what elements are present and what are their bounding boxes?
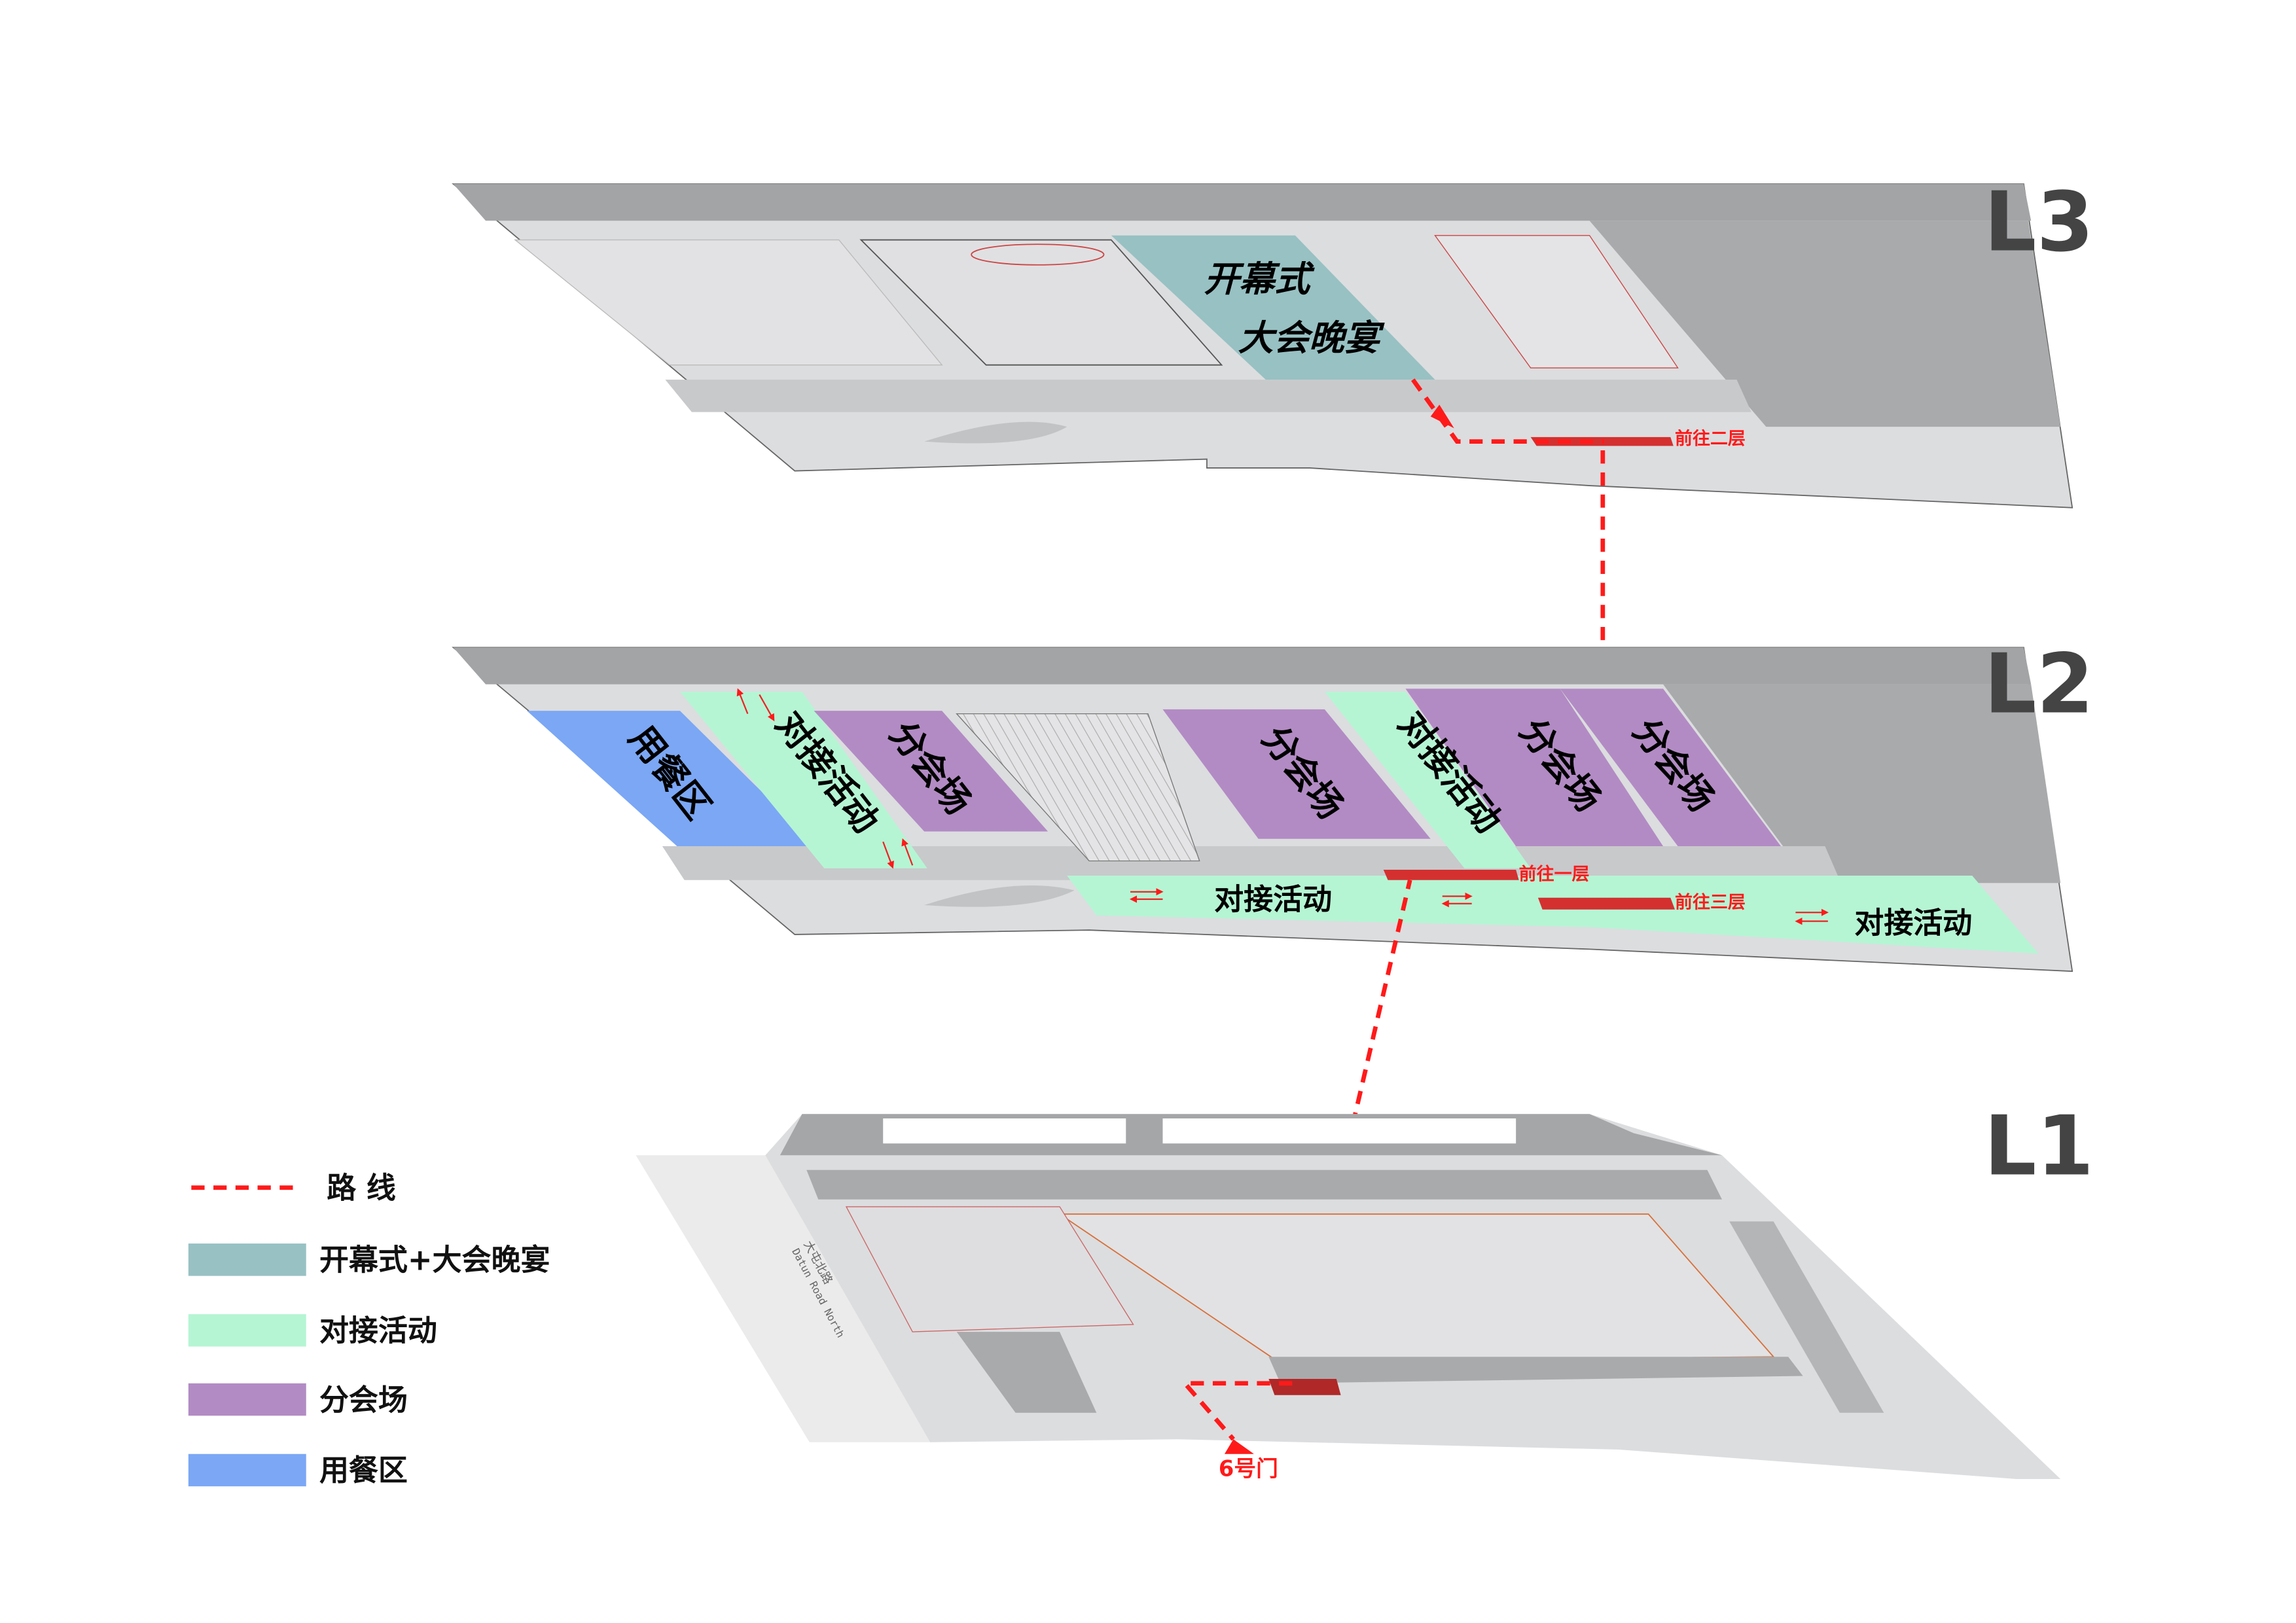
route-note-to-l1: 前往一层 — [1519, 864, 1590, 885]
level-3-plate: 开幕式 大会晚宴 前往二层 — [452, 183, 2073, 508]
legend-label-opening-banquet: 开幕式+大会晚宴 — [319, 1243, 550, 1277]
zone-sub-venue-3 — [1405, 688, 1664, 847]
legend-label-dining: 用餐区 — [319, 1453, 408, 1488]
zone-sub-venue-4 — [1560, 688, 1781, 847]
legend: 路 线 开幕式+大会晚宴 对接活动 分会场 用餐区 — [188, 1170, 550, 1488]
zone-label-matchmaking-4: 对接活动 — [1854, 906, 1972, 940]
zone-label-matchmaking-3: 对接活动 — [1214, 882, 1332, 917]
zone-sub-venue-2 — [1162, 709, 1431, 839]
route-note-to-l3: 前往三层 — [1675, 891, 1746, 912]
zone-dining — [527, 711, 817, 847]
legend-swatch-dining — [188, 1454, 306, 1487]
arrow-icon — [1430, 404, 1454, 429]
route-l3 — [1411, 378, 1605, 444]
legend-swatch-matchmaking — [188, 1314, 306, 1347]
legend-label-route: 路 线 — [327, 1170, 396, 1205]
legend-label-sub-venue: 分会场 — [319, 1382, 408, 1417]
zone-label-banquet: 大会晚宴 — [1236, 317, 1388, 359]
arrow-icon — [1224, 1439, 1254, 1454]
zone-opening-banquet — [1111, 235, 1435, 380]
legend-swatch-opening-banquet — [188, 1243, 306, 1276]
level-1-plate: 大屯北路 Datun Road North 6号门 — [636, 1114, 2061, 1481]
zone-sub-venue-1 — [814, 711, 1049, 832]
level-label-l1: L1 — [1984, 1097, 2094, 1194]
route-entrance — [1179, 1381, 1293, 1441]
level-label-l2: L2 — [1984, 635, 2094, 732]
zone-matchmaking-1 — [679, 691, 927, 868]
legend-label-matchmaking: 对接活动 — [319, 1313, 437, 1348]
level-2-plate: 用餐区 对接活动 分会场 分会场 对接活动 分会场 分会场 对接活动 对接活动 … — [452, 647, 2073, 972]
zone-label-opening: 开幕式 — [1202, 259, 1319, 300]
route-note-to-l2: 前往二层 — [1675, 428, 1746, 449]
legend-swatch-sub-venue — [188, 1383, 306, 1416]
entrance-label: 6号门 — [1219, 1455, 1278, 1481]
zone-matchmaking-2 — [1324, 691, 1531, 868]
zone-matchmaking-band — [1067, 875, 2039, 954]
route-l1-to-l2 — [1290, 879, 1412, 1384]
level-label-l3: L3 — [1984, 173, 2094, 270]
